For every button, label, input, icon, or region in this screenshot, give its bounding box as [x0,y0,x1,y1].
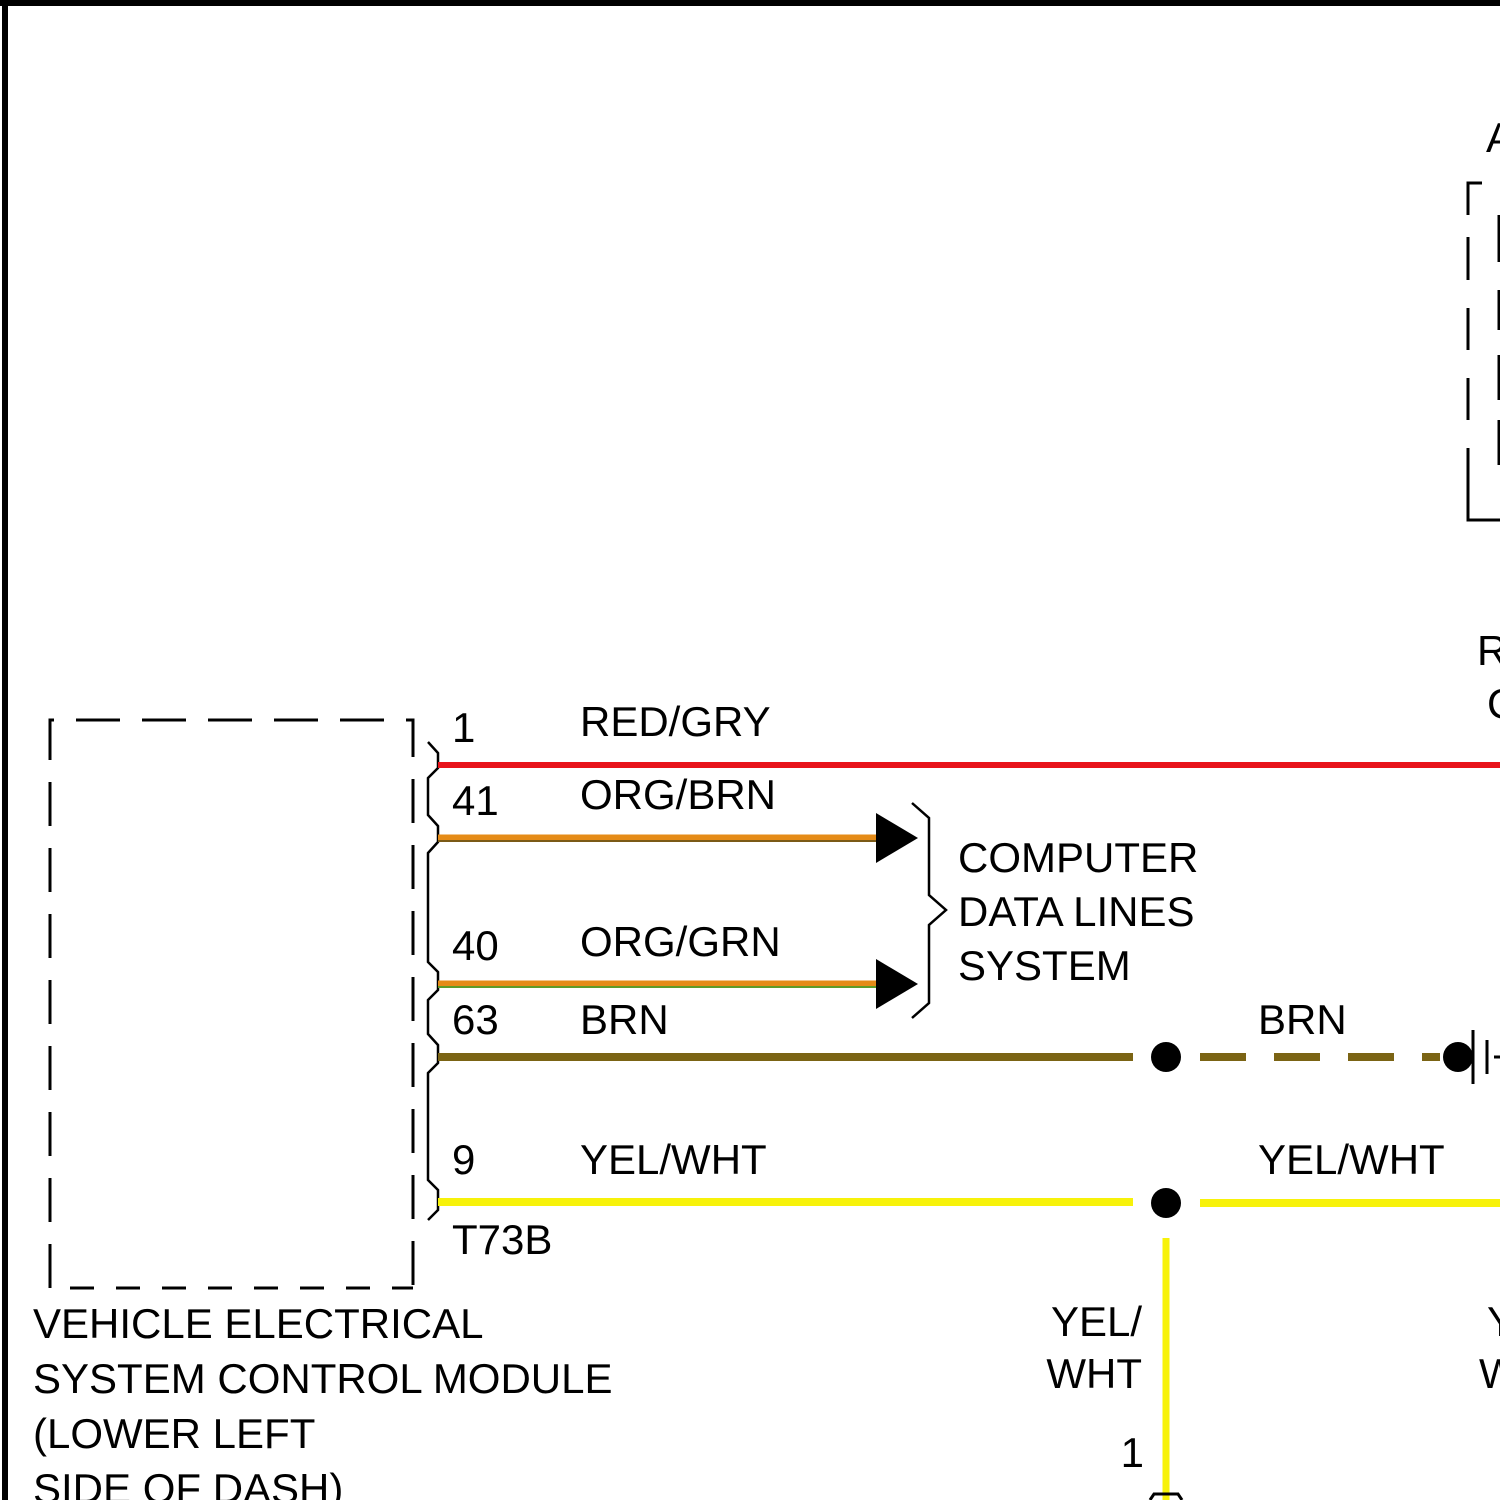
arrow-org-grn [876,959,918,1009]
pin-41: 41 [452,777,499,824]
yel-wht-right-label: YEL/WHT [1258,1136,1445,1183]
data-lines-line-2: DATA LINES [958,888,1195,935]
edge-fragment-bottom1: Y [1487,1298,1500,1345]
module-name-line-4: SIDE OF DASH) [33,1465,343,1500]
drop-pin-number: 1 [1121,1429,1144,1476]
wire-label-yel-wht: YEL/WHT [580,1136,767,1183]
brn-right-label: BRN [1258,996,1347,1043]
wire-label-org-brn: ORG/BRN [580,771,776,818]
pin-63: 63 [452,996,499,1043]
module-name-line-1: VEHICLE ELECTRICAL [33,1300,483,1347]
yel-wht-drop-label-1: YEL/ [1051,1298,1142,1345]
edge-fragment-mid2: C [1487,680,1500,727]
splice-brn-right [1443,1042,1473,1072]
wire-label-org-grn: ORG/GRN [580,918,781,965]
data-lines-line-1: COMPUTER [958,834,1198,881]
module-name-line-2: SYSTEM CONTROL MODULE [33,1355,613,1402]
edge-fragment-bottom2: W [1479,1350,1500,1397]
splice-yel-wht [1151,1188,1181,1218]
pin-40: 40 [452,922,499,969]
data-lines-line-3: SYSTEM [958,942,1131,989]
pin-1: 1 [452,704,475,751]
wire-org-brn [438,838,878,841]
edge-fragment-top: A [1486,114,1500,161]
module-box [50,720,413,1288]
wire-label-red-gry: RED/GRY [580,698,771,745]
data-lines-brace [912,803,946,1018]
yel-wht-drop-label-2: WHT [1046,1350,1142,1397]
wire-org-grn [438,984,878,987]
right-component-box [1468,183,1500,520]
arrow-org-brn [876,813,918,863]
connector-t73b [428,742,438,1220]
pin-9: 9 [452,1136,475,1183]
connector-label: T73B [452,1216,552,1263]
edge-fragment-mid1: R [1477,627,1500,674]
module-name-line-3: (LOWER LEFT [33,1410,315,1457]
splice-brn [1151,1042,1181,1072]
wire-label-brn: BRN [580,996,669,1043]
